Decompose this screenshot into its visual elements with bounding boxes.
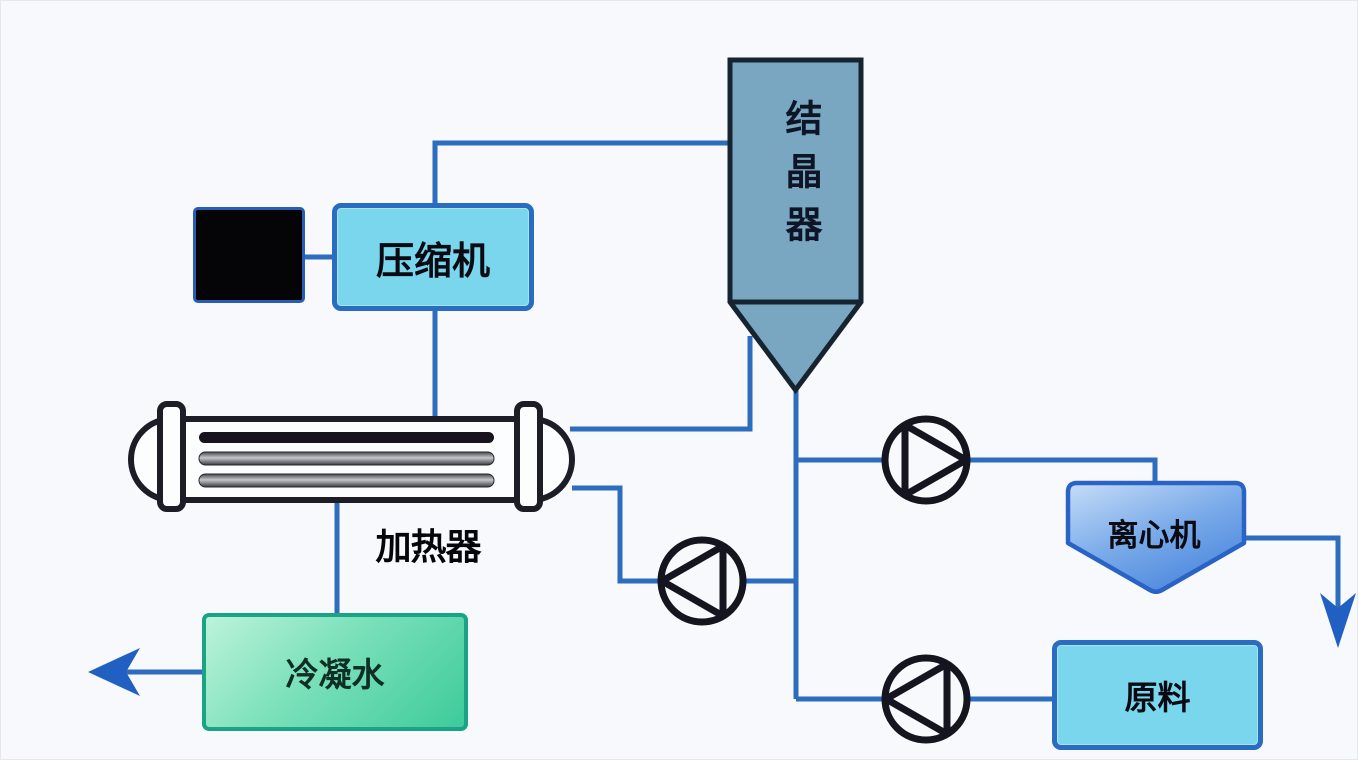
heater-tube-1	[199, 432, 494, 443]
compressor-node: 压缩机	[332, 203, 534, 311]
pump-raw-material-icon	[881, 654, 971, 744]
pipe-pump1-to-centrifuge	[967, 457, 1158, 486]
pipe-heater-to-crystallizer-funnel	[570, 336, 753, 432]
pipe-heater-to-pump2	[572, 485, 661, 584]
heater-tube-3	[198, 473, 495, 488]
raw-material-label: 原料	[1124, 678, 1191, 717]
crystallizer-label: 结晶器	[779, 99, 822, 258]
pipe-compressor-to-crystallizer	[432, 140, 728, 207]
product-out-arrow-icon	[1320, 593, 1356, 648]
heater-tube-2	[198, 451, 495, 466]
heater-label: 加热器	[375, 527, 481, 568]
raw-material-node: 原料	[1052, 640, 1263, 750]
crystallizer-vessel	[727, 57, 864, 395]
pipe-centrifuge-out	[1243, 535, 1341, 608]
black-box-node	[193, 207, 305, 303]
heater-flange-right	[514, 401, 543, 512]
pump-heater-loop-icon	[657, 536, 747, 626]
condensate-water-label: 冷凝水	[285, 655, 385, 694]
pump-to-centrifuge-icon	[881, 415, 971, 505]
compressor-label: 压缩机	[375, 238, 490, 283]
centrifuge-label: 离心机	[1107, 518, 1201, 554]
condensate-water-node: 冷凝水	[202, 613, 468, 731]
centrifuge-vessel	[1065, 480, 1247, 594]
heater-flange-left	[157, 401, 186, 512]
heater-symbol	[128, 401, 575, 512]
condensate-out-arrow-icon	[88, 648, 140, 696]
